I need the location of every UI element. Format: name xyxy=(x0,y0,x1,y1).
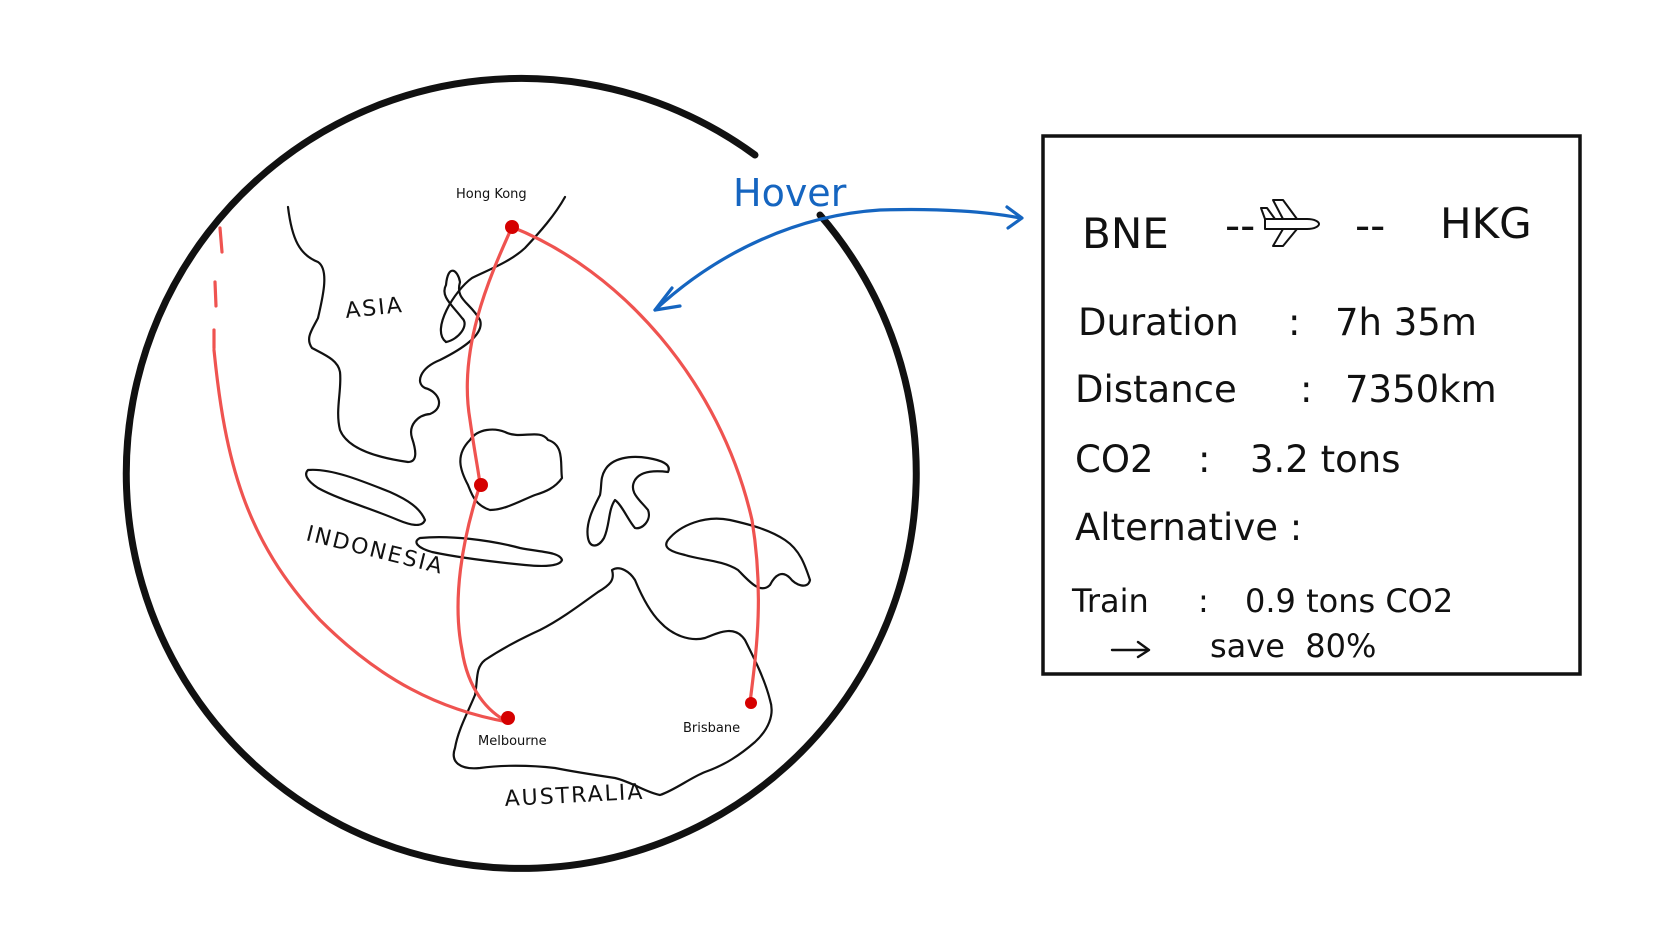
region-label-australia: AUSTRALIA xyxy=(504,780,645,812)
city-label-melbourne: Melbourne xyxy=(478,734,547,749)
origin-code: BNE xyxy=(1082,209,1169,258)
hover-arrow-head-left xyxy=(653,286,682,312)
hover-arrow xyxy=(653,207,1022,312)
separator-right: -- xyxy=(1355,201,1385,250)
route-offscreen-dashes xyxy=(212,226,224,350)
city-dot-brisbane[interactable] xyxy=(745,697,757,709)
borneo xyxy=(459,428,564,512)
city-dot-melbourne[interactable] xyxy=(501,711,515,725)
region-label-asia: ASIA xyxy=(344,293,405,324)
route-hkg-brisbane[interactable] xyxy=(510,225,761,705)
sumatra xyxy=(305,468,427,526)
cities xyxy=(474,220,757,725)
asia-coast xyxy=(286,205,482,464)
java xyxy=(415,536,564,568)
co2-value: 3.2 tons xyxy=(1250,438,1400,481)
globe-outline xyxy=(122,74,920,872)
sulawesi xyxy=(586,455,670,547)
separator-left: -- xyxy=(1225,201,1255,250)
train-value: 0.9 tons CO2 xyxy=(1245,582,1453,620)
duration-colon: : xyxy=(1288,301,1300,344)
city-dot-hong-kong[interactable] xyxy=(505,220,519,234)
route-west-melbourne[interactable] xyxy=(212,348,510,724)
duration-value: 7h 35m xyxy=(1335,301,1477,344)
route-info-card: BNE -- -- HKG Duration : 7h 35m Distance… xyxy=(1041,134,1582,676)
duration-label: Duration xyxy=(1078,301,1239,344)
asia-coast-north xyxy=(439,195,567,344)
city-dot-borneo-stop[interactable] xyxy=(474,478,488,492)
save-text: save 80% xyxy=(1210,627,1376,665)
train-label: Train xyxy=(1071,582,1149,620)
australia xyxy=(452,567,773,797)
land-outlines xyxy=(286,195,812,797)
distance-value: 7350km xyxy=(1345,368,1497,411)
distance-label: Distance xyxy=(1075,368,1237,411)
routes xyxy=(212,225,761,724)
info-card-frame xyxy=(1041,134,1582,676)
co2-colon: : xyxy=(1198,438,1210,481)
hover-label: Hover xyxy=(733,171,847,215)
arrow-right-icon xyxy=(1110,640,1151,659)
city-label-hong-kong: Hong Kong xyxy=(456,187,527,202)
region-label-indonesia: INDONESIA xyxy=(304,522,447,580)
train-colon: : xyxy=(1198,582,1209,620)
co2-label: CO2 xyxy=(1075,438,1154,481)
new-guinea xyxy=(665,517,812,590)
airplane-icon xyxy=(1260,199,1320,247)
distance-colon: : xyxy=(1300,368,1312,411)
city-label-brisbane: Brisbane xyxy=(683,721,740,736)
alternative-label: Alternative : xyxy=(1075,506,1302,549)
destination-code: HKG xyxy=(1440,199,1532,248)
hover-arrow-head-right xyxy=(1005,205,1024,230)
